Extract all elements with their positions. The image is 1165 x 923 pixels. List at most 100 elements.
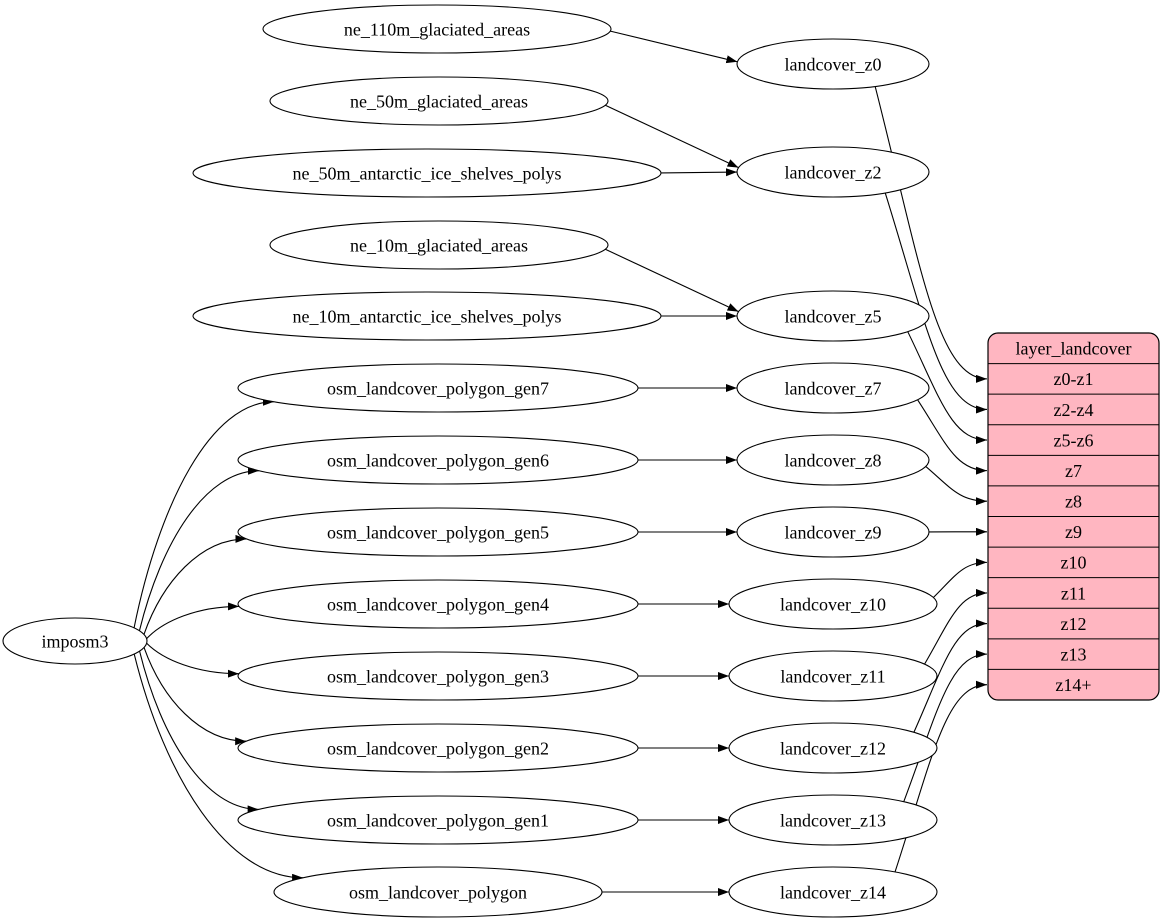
node-label-ne_50m_antarctic_ice_shelves_polys: ne_50m_antarctic_ice_shelves_polys bbox=[293, 163, 562, 183]
node-osm_landcover_polygon: osm_landcover_polygon bbox=[273, 866, 603, 918]
node-label-landcover_z8: landcover_z8 bbox=[785, 450, 882, 470]
record-row-label-z12: z12 bbox=[1061, 614, 1087, 634]
node-landcover_z14: landcover_z14 bbox=[728, 866, 938, 918]
node-label-landcover_z9: landcover_z9 bbox=[785, 522, 882, 542]
edge-imposm3-to-osm_landcover_polygon_gen3 bbox=[146, 642, 239, 678]
node-label-landcover_z13: landcover_z13 bbox=[780, 810, 886, 830]
node-ellipse-ne_50m_antarctic_ice_shelves_polys bbox=[192, 148, 662, 198]
node-ellipse-osm_landcover_polygon_gen4 bbox=[237, 579, 639, 629]
edge-ne_10m_glaciated_areas-to-landcover_z5 bbox=[605, 248, 739, 313]
edge-imposm3-to-osm_landcover_polygon bbox=[133, 653, 304, 882]
edge-landcover_z14-to-record-row-10 bbox=[894, 680, 988, 873]
node-ellipse-landcover_z2 bbox=[736, 146, 930, 198]
record-row-label-z5-z6: z5-z6 bbox=[1054, 430, 1094, 450]
node-osm_landcover_polygon_gen2: osm_landcover_polygon_gen2 bbox=[237, 723, 639, 773]
node-ellipse-osm_landcover_polygon_gen5 bbox=[237, 507, 639, 557]
node-landcover_z5: landcover_z5 bbox=[736, 290, 930, 342]
edge-imposm3-to-osm_landcover_polygon_gen6 bbox=[138, 466, 260, 631]
record-row-label-z10: z10 bbox=[1061, 553, 1087, 573]
record-row-label-z8: z8 bbox=[1065, 492, 1082, 512]
node-osm_landcover_polygon_gen3: osm_landcover_polygon_gen3 bbox=[237, 651, 639, 701]
node-label-landcover_z10: landcover_z10 bbox=[780, 594, 886, 614]
node-ellipse-osm_landcover_polygon_gen7 bbox=[237, 363, 639, 413]
node-label-landcover_z5: landcover_z5 bbox=[785, 306, 882, 326]
edge-landcover_z7-to-record-row-3 bbox=[917, 399, 988, 475]
node-ellipse-landcover_z0 bbox=[736, 38, 930, 90]
record-row-label-z0-z1: z0-z1 bbox=[1054, 369, 1094, 389]
node-landcover_z13: landcover_z13 bbox=[728, 794, 938, 846]
node-ellipse-osm_landcover_polygon_gen6 bbox=[237, 435, 639, 485]
node-label-landcover_z7: landcover_z7 bbox=[785, 378, 882, 398]
node-ne_10m_glaciated_areas: ne_10m_glaciated_areas bbox=[269, 220, 609, 270]
record-layer_landcover: layer_landcover z0-z1 z2-z4 z5-z6 z7 z8 z9 z10 z… bbox=[987, 332, 1160, 701]
node-ellipse-landcover_z11 bbox=[728, 650, 938, 702]
node-ellipse-ne_10m_antarctic_ice_shelves_polys bbox=[192, 291, 662, 341]
node-label-ne_10m_glaciated_areas: ne_10m_glaciated_areas bbox=[350, 235, 528, 255]
node-ellipse-landcover_z13 bbox=[728, 794, 938, 846]
node-label-imposm3: imposm3 bbox=[41, 631, 108, 651]
node-landcover_z2: landcover_z2 bbox=[736, 146, 930, 198]
node-ellipse-ne_10m_glaciated_areas bbox=[269, 220, 609, 270]
node-ellipse-ne_110m_glaciated_areas bbox=[262, 4, 612, 54]
node-label-osm_landcover_polygon_gen5: osm_landcover_polygon_gen5 bbox=[327, 522, 549, 542]
node-osm_landcover_polygon_gen5: osm_landcover_polygon_gen5 bbox=[237, 507, 639, 557]
node-ellipse-osm_landcover_polygon_gen1 bbox=[237, 795, 639, 845]
record-row-label-z7: z7 bbox=[1065, 461, 1082, 481]
node-label-osm_landcover_polygon_gen7: osm_landcover_polygon_gen7 bbox=[327, 378, 549, 398]
edge-ne_50m_glaciated_areas-to-landcover_z2 bbox=[605, 104, 739, 169]
node-label-landcover_z14: landcover_z14 bbox=[780, 882, 886, 902]
edge-landcover_z11-to-record-row-7 bbox=[924, 588, 988, 665]
edge-imposm3-to-osm_landcover_polygon_gen4 bbox=[146, 602, 240, 640]
node-ellipse-landcover_z5 bbox=[736, 290, 930, 342]
edge-imposm3-to-osm_landcover_polygon_gen2 bbox=[143, 647, 247, 746]
edge-imposm3-to-osm_landcover_polygon_gen5 bbox=[143, 534, 247, 635]
edge-landcover_z8-to-record-row-4 bbox=[925, 466, 988, 506]
node-landcover_z0: landcover_z0 bbox=[736, 38, 930, 90]
node-ne_50m_antarctic_ice_shelves_polys: ne_50m_antarctic_ice_shelves_polys bbox=[192, 148, 662, 198]
node-label-ne_50m_glaciated_areas: ne_50m_glaciated_areas bbox=[350, 91, 528, 111]
node-label-osm_landcover_polygon_gen6: osm_landcover_polygon_gen6 bbox=[327, 450, 549, 470]
record-row-label-z11: z11 bbox=[1061, 583, 1086, 603]
node-label-osm_landcover_polygon_gen3: osm_landcover_polygon_gen3 bbox=[327, 666, 549, 686]
node-ellipse-landcover_z9 bbox=[736, 506, 930, 558]
node-label-ne_110m_glaciated_areas: ne_110m_glaciated_areas bbox=[344, 19, 530, 39]
edge-imposm3-to-osm_landcover_polygon_gen1 bbox=[139, 651, 259, 814]
edge-landcover_z2-to-record-row-1 bbox=[884, 192, 988, 414]
node-ellipse-landcover_z8 bbox=[736, 434, 930, 486]
node-landcover_z7: landcover_z7 bbox=[736, 362, 930, 414]
node-ellipse-osm_landcover_polygon_gen3 bbox=[237, 651, 639, 701]
node-ellipse-landcover_z14 bbox=[728, 866, 938, 918]
record-row-label-z9: z9 bbox=[1065, 522, 1082, 542]
node-label-osm_landcover_polygon_gen2: osm_landcover_polygon_gen2 bbox=[327, 738, 549, 758]
node-ellipse-imposm3 bbox=[2, 617, 148, 665]
node-osm_landcover_polygon_gen4: osm_landcover_polygon_gen4 bbox=[237, 579, 639, 629]
node-osm_landcover_polygon_gen6: osm_landcover_polygon_gen6 bbox=[237, 435, 639, 485]
record-row-label-z2-z4: z2-z4 bbox=[1054, 400, 1094, 420]
node-ellipse-osm_landcover_polygon_gen2 bbox=[237, 723, 639, 773]
node-landcover_z9: landcover_z9 bbox=[736, 506, 930, 558]
node-label-osm_landcover_polygon: osm_landcover_polygon bbox=[349, 882, 527, 902]
edge-landcover_z12-to-record-row-8 bbox=[913, 619, 988, 733]
node-landcover_z8: landcover_z8 bbox=[736, 434, 930, 486]
node-osm_landcover_polygon_gen1: osm_landcover_polygon_gen1 bbox=[237, 795, 639, 845]
node-ne_50m_glaciated_areas: ne_50m_glaciated_areas bbox=[269, 76, 609, 126]
node-landcover_z10: landcover_z10 bbox=[728, 578, 938, 630]
node-ellipse-osm_landcover_polygon bbox=[273, 866, 603, 918]
node-ne_10m_antarctic_ice_shelves_polys: ne_10m_antarctic_ice_shelves_polys bbox=[192, 291, 662, 341]
edge-ne_110m_glaciated_areas-to-landcover_z0 bbox=[610, 30, 738, 64]
record-row-label-z14+: z14+ bbox=[1055, 675, 1091, 695]
record-row-label-z13: z13 bbox=[1061, 644, 1087, 664]
edge-imposm3-to-osm_landcover_polygon_gen7 bbox=[133, 397, 274, 628]
node-label-ne_10m_antarctic_ice_shelves_polys: ne_10m_antarctic_ice_shelves_polys bbox=[293, 306, 562, 326]
edge-landcover_z5-to-record-row-2 bbox=[907, 331, 988, 445]
node-label-landcover_z0: landcover_z0 bbox=[785, 54, 882, 74]
edge-landcover_z10-to-record-row-6 bbox=[933, 558, 988, 598]
node-landcover_z11: landcover_z11 bbox=[728, 650, 938, 702]
node-imposm3: imposm3 bbox=[2, 617, 148, 665]
edge-landcover_z13-to-record-row-9 bbox=[903, 650, 988, 802]
node-label-osm_landcover_polygon_gen4: osm_landcover_polygon_gen4 bbox=[327, 594, 549, 614]
record-title: layer_landcover bbox=[1016, 339, 1132, 359]
edge-ne_50m_antarctic_ice_shelves_polys-to-landcover_z2 bbox=[660, 168, 738, 177]
